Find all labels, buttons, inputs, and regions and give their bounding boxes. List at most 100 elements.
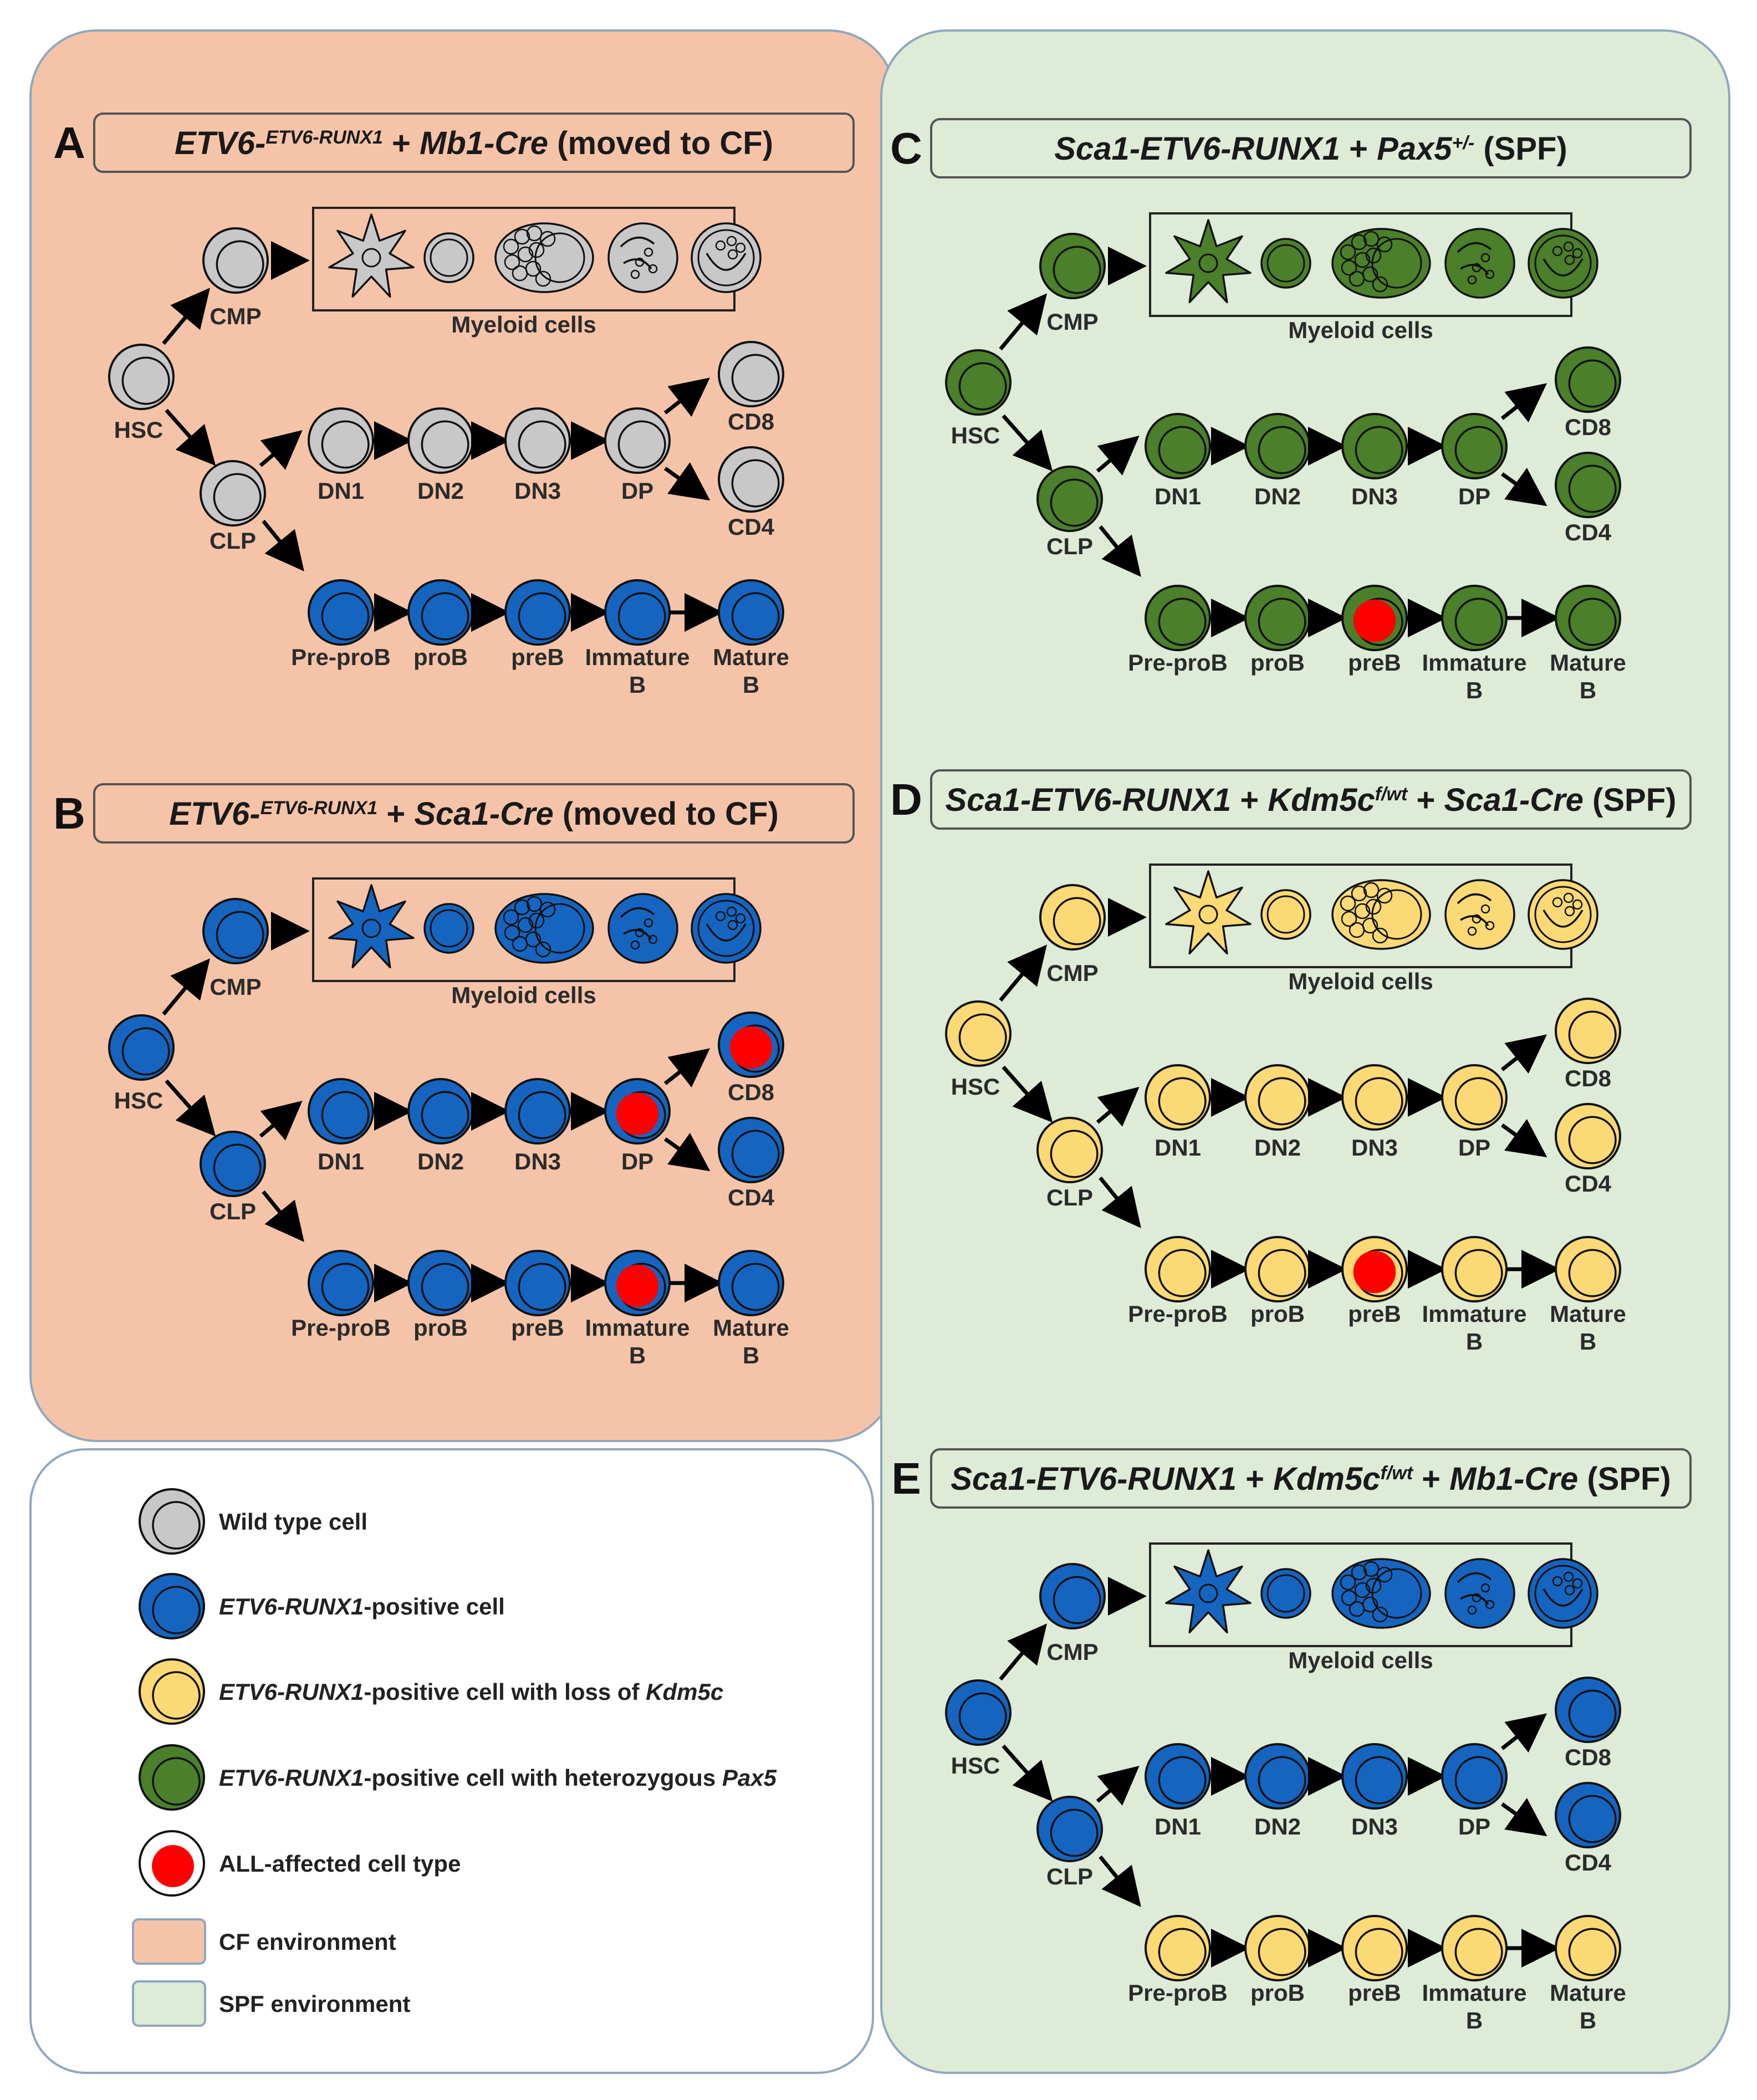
dn2-cell [407,407,474,474]
immature-cell [1441,1236,1508,1302]
mature-b-label: B [1580,2007,1596,2033]
immature-b-label: B [629,672,646,698]
dn2-label: DN2 [1254,483,1301,509]
prob-label: proB [1250,1980,1305,2006]
arrow [1002,1744,1053,1802]
arrow [1002,1065,1053,1123]
arrow [1099,525,1141,577]
mature-b-label: B [743,672,759,698]
dn2-label: DN2 [1254,1135,1301,1161]
panel-title: Sca1-ETV6-RUNX1 + Kdm5cf/wt + Mb1-Cre (S… [951,1461,1671,1497]
legend-swatch [139,1658,205,1725]
cd8-label: CD8 [1565,1744,1611,1770]
dn3-cell [1341,1743,1408,1810]
dn3-label: DN3 [1351,1135,1398,1161]
legend-swatch [139,1573,205,1639]
arrow [999,1623,1047,1681]
clp-cell [1036,466,1103,532]
panel-title: Sca1-ETV6-RUNX1 + Kdm5cf/wt + Sca1-Cre (… [946,782,1677,818]
hsc-label: HSC [114,1087,164,1113]
preb-label: preB [1348,1301,1401,1327]
panel-title-box [93,783,855,844]
clp-cell [200,1131,266,1197]
cmp-cell [1039,233,1106,299]
arrow [259,430,303,470]
cd8-label: CD8 [1565,1065,1611,1091]
arrow [1096,1086,1140,1127]
legend-item-7: SPF environment [132,1980,410,2027]
prob-cell [1244,1236,1311,1302]
cd8-label: CD8 [1565,414,1611,440]
arrow [663,1132,711,1172]
cmp-label: CMP [210,974,261,1000]
cd8-cell [1555,346,1621,413]
legend-label: ETV6-RUNX1-positive cell with loss of Kd… [219,1679,723,1705]
panel-title-box [930,118,1692,178]
panel-title-box [93,113,855,173]
preb-cell [504,579,571,646]
hsc-label: HSC [951,1074,1000,1100]
arrow [1500,383,1547,423]
arrow [1500,1797,1547,1837]
cd4-cell [1555,452,1621,518]
cd4-cell [1555,1103,1621,1169]
arrow [1500,1118,1547,1158]
hsc-label: HSC [951,422,1000,448]
preprob-cell [1145,585,1211,651]
monocyte-cell [1260,1568,1311,1619]
eosinophil-cell [1528,879,1598,950]
granulocyte-cell [494,893,594,964]
mature-label: Mature [1550,1980,1626,2006]
preprob-cell [308,579,374,646]
mature-cell [1555,1915,1621,1981]
immature-b-label: B [1466,677,1483,703]
legend-item-4: ETV6-RUNX1-positive cell with heterozygo… [139,1744,777,1811]
preprob-label: Pre-proB [1128,650,1228,676]
legend-label: CF environment [219,1929,396,1955]
myeloid-label: Myeloid cells [451,311,596,338]
dp-label: DP [621,1148,653,1174]
dp-cell [604,407,671,474]
preb-cell [1341,1236,1408,1302]
legend-item-3: ETV6-RUNX1-positive cell with loss of Kd… [139,1658,723,1725]
dn2-cell [1244,413,1311,479]
cmp-cell [202,898,269,964]
arrow [663,1048,711,1088]
hsc-cell [945,349,1012,416]
legend-label: SPF environment [219,1991,410,2017]
granulocyte-cell [1331,1558,1431,1629]
dn3-label: DN3 [514,478,561,504]
prob-cell [1244,1915,1311,1981]
mature-label: Mature [1550,1301,1626,1327]
dn1-cell [1145,413,1211,479]
dn1-cell [308,1078,374,1144]
arrow [1099,1855,1141,1907]
arrow [1500,1034,1547,1074]
panel-title-box [930,1448,1692,1509]
panel-title: ETV6-ETV6-RUNX1 + Sca1-Cre (moved to CF) [169,796,779,832]
panel-letter: D [890,775,922,824]
dn1-cell [1145,1743,1211,1810]
legend-label: Wild type cell [219,1509,367,1535]
mature-b-label: B [1580,677,1596,703]
dp-cell [1441,1064,1508,1131]
dn1-cell [308,407,374,474]
mature-label: Mature [1550,650,1626,676]
prob-cell [407,579,474,646]
cd4-cell [1555,1782,1621,1848]
immature-cell [604,579,671,646]
arrow [1096,435,1140,476]
panel-title: ETV6-ETV6-RUNX1 + Mb1-Cre (moved to CF) [175,125,773,161]
mature-cell [718,579,784,646]
dn3-cell [504,1078,571,1144]
dn2-label: DN2 [417,1148,464,1174]
cd4-cell [718,1117,784,1183]
monocyte-cell [423,232,474,283]
arrow [1096,1765,1140,1806]
cd8-cell [718,341,784,407]
monocyte-cell [1260,889,1311,940]
dp-label: DP [1458,483,1490,509]
cd4-label: CD4 [728,514,775,540]
preb-cell [1341,1915,1408,1981]
